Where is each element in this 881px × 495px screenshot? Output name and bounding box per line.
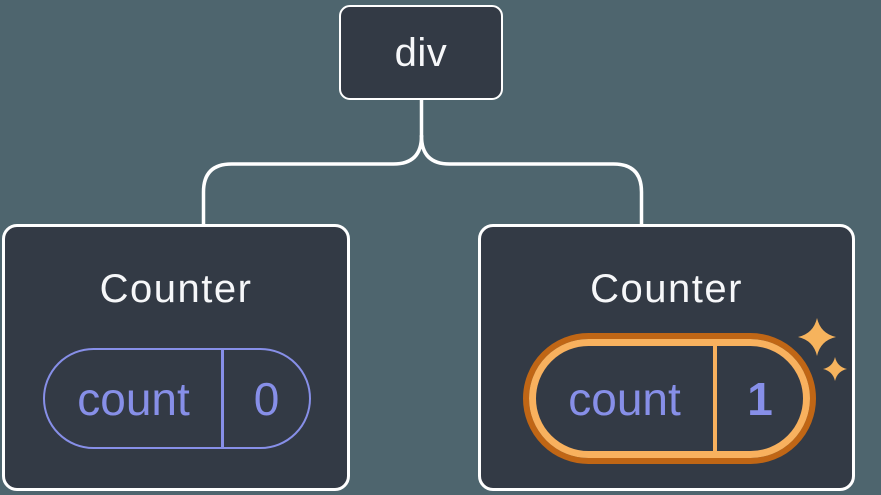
highlight-ring: count 1	[529, 339, 810, 458]
counter-card-left: Counter count 0	[2, 224, 350, 491]
state-label: count	[568, 372, 681, 425]
card-title: Counter	[590, 267, 743, 311]
state-pill: count 0	[43, 348, 311, 449]
root-node-label: div	[394, 30, 448, 75]
root-node-div: div	[339, 5, 503, 100]
state-value: 1	[747, 372, 773, 425]
state-value: 0	[253, 372, 280, 425]
pill-divider	[221, 350, 224, 447]
state-label: count	[77, 372, 190, 425]
state-pill-highlighted: count 1	[523, 333, 816, 464]
pill-divider	[713, 346, 717, 451]
edge-to-left-counter	[201, 134, 424, 228]
counter-card-right: Counter count 1	[478, 224, 855, 491]
card-title: Counter	[99, 267, 253, 311]
edge-to-right-counter	[419, 134, 644, 228]
